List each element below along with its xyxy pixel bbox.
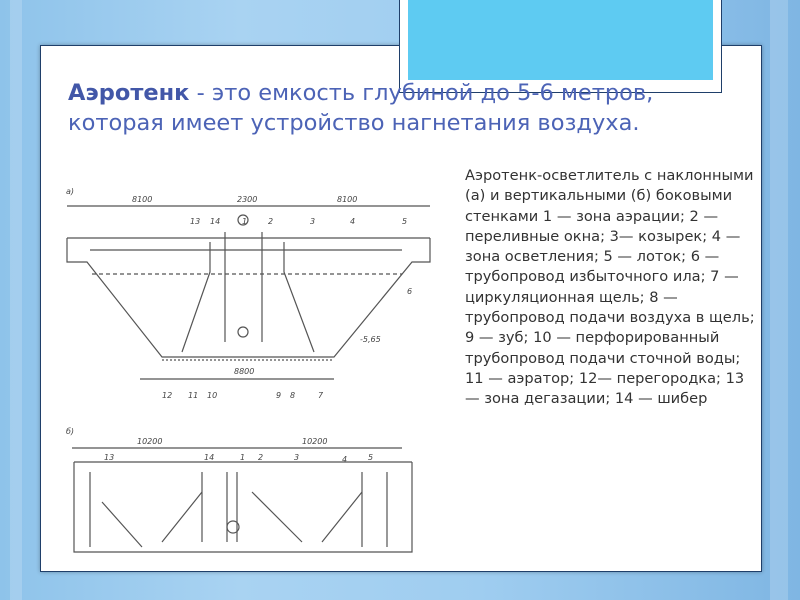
aerotank-diagram: а) 8100 2300 8100 8800 -5,65 13 14 1 2 3… [66, 187, 431, 553]
part-label: 14 [210, 217, 220, 226]
part-label: 5 [368, 453, 373, 462]
part-label: 7 [318, 391, 324, 400]
accent-box [399, 0, 722, 93]
part-label: 1 [240, 453, 245, 462]
dim-label: -5,65 [360, 335, 381, 344]
slide-panel [40, 45, 762, 572]
part-label: 11 [188, 391, 198, 400]
part-label: 3 [310, 217, 315, 226]
part-label: 9 [276, 391, 281, 400]
background-streak [10, 0, 22, 600]
slide-title: Аэротенк - это емкость глубиной до 5-6 м… [68, 78, 708, 138]
part-label: 13 [104, 453, 114, 462]
diagram-a-drawing [66, 205, 431, 380]
part-label: 3 [294, 453, 299, 462]
part-label: 13 [190, 217, 200, 226]
part-label: 6 [407, 287, 412, 296]
part-label: 10 [207, 391, 217, 400]
accent-fill [408, 0, 713, 80]
part-label: 14 [204, 453, 214, 462]
dim-label: 8100 [132, 195, 152, 204]
background-streak [770, 0, 788, 600]
part-label: 5 [402, 217, 407, 226]
title-term: Аэротенк [68, 80, 190, 106]
dim-label: 8100 [337, 195, 357, 204]
part-label: 12 [162, 391, 172, 400]
dim-label: 10200 [302, 437, 327, 446]
part-label: 4 [342, 455, 347, 464]
part-label: 1 [242, 217, 247, 226]
part-label: 2 [258, 453, 263, 462]
part-label: 4 [350, 217, 355, 226]
diagram-b-drawing [72, 447, 413, 553]
diagram-b-tag: б) [66, 427, 74, 436]
part-label: 8 [290, 391, 295, 400]
dim-label: 8800 [234, 367, 254, 376]
diagram-a-tag: а) [66, 187, 74, 196]
dim-label: 2300 [237, 195, 257, 204]
dim-label: 10200 [137, 437, 162, 446]
title-text: - это емкость глубиной до 5-6 метров, ко… [68, 80, 654, 136]
diagram-caption: Аэротенк-осветлитель с наклонными (а) и … [465, 167, 755, 408]
part-label: 2 [268, 217, 273, 226]
